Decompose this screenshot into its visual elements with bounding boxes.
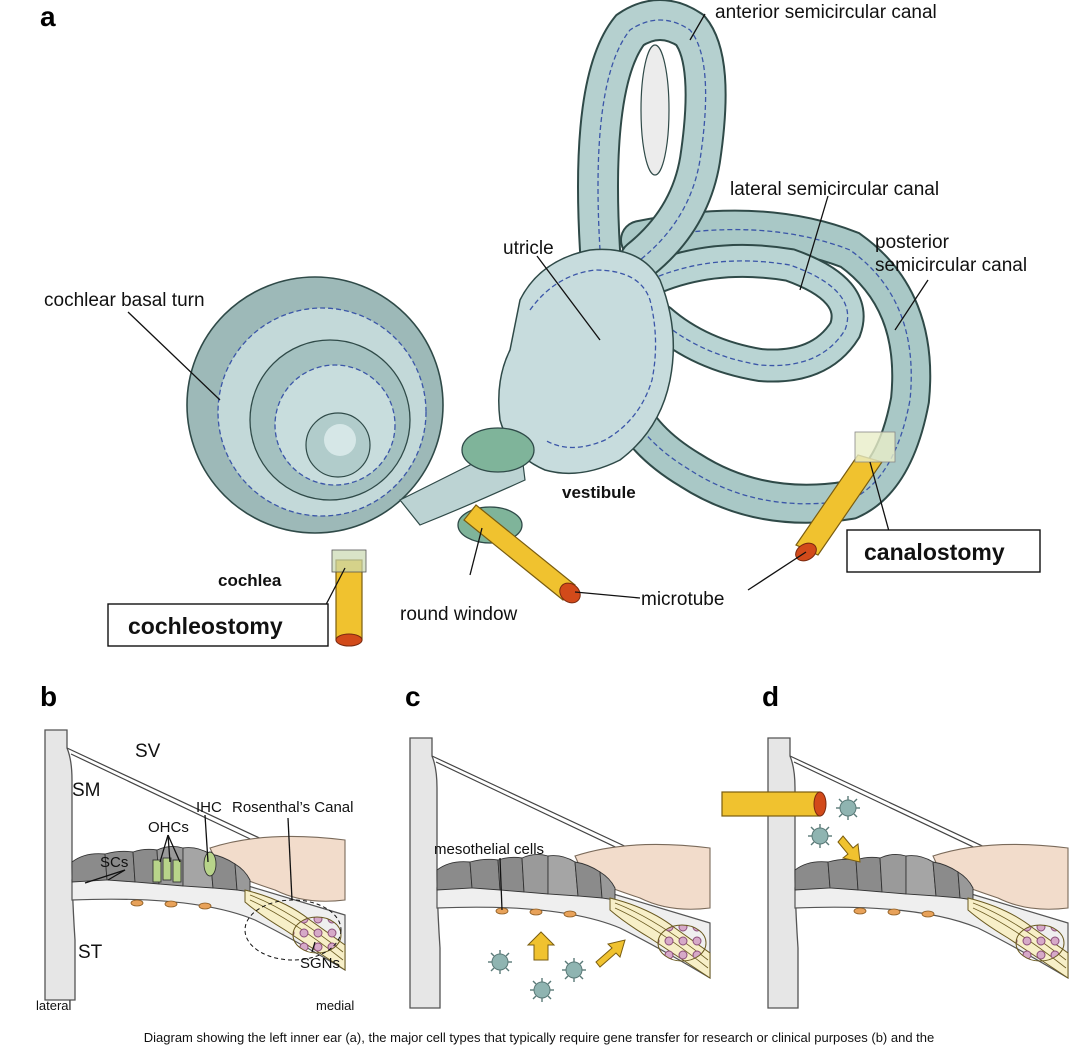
label-posterior-canal-1: posterior [875, 232, 950, 253]
label-lateral-canal: lateral semicircular canal [730, 179, 939, 200]
label-basal-turn: cochlear basal turn [44, 290, 205, 311]
label-ihc: IHC [196, 799, 222, 816]
cross-section-b [44, 729, 346, 1001]
microtube-d [721, 791, 827, 817]
microtube-canalostomy [795, 431, 896, 562]
label-lateral: lateral [36, 998, 72, 1013]
arrows-c [526, 931, 626, 968]
figure-caption: Diagram showing the left inner ear (a), … [143, 1030, 935, 1045]
label-vestibule: vestibule [562, 483, 636, 502]
label-st: ST [78, 942, 103, 963]
label-sgns: SGNs [300, 955, 340, 972]
microtube-round-window [463, 504, 581, 604]
label-sm: SM [72, 780, 101, 801]
panel-label-d: d [762, 681, 779, 712]
label-scs: SCs [100, 854, 128, 871]
panel-label-c: c [405, 681, 421, 712]
label-sv: SV [135, 741, 161, 762]
label-utricle: utricle [503, 238, 554, 259]
label-ohcs: OHCs [148, 819, 189, 836]
label-canalostomy: canalostomy [864, 539, 1005, 565]
cross-section-d [767, 737, 1069, 1009]
panel-label-b: b [40, 681, 57, 712]
inner-ear-illustration [186, 0, 932, 544]
canalostomy-box [846, 529, 1041, 573]
label-anterior-canal: anterior semicircular canal [715, 2, 937, 23]
label-cochleostomy: cochleostomy [128, 613, 283, 639]
label-posterior-canal-2: semicircular canal [875, 255, 1027, 276]
label-cochlea: cochlea [218, 571, 282, 590]
label-rosenthal: Rosenthal’s Canal [232, 799, 353, 816]
panel-label-a: a [40, 1, 56, 32]
cross-section-c [409, 737, 711, 1009]
label-microtube: microtube [641, 589, 724, 610]
microtube-cochleostomy [331, 549, 367, 647]
label-medial: medial [316, 998, 354, 1013]
label-mesothelial-cells: mesothelial cells [434, 841, 544, 858]
label-round-window: round window [400, 604, 518, 625]
arrow-d [837, 835, 861, 863]
cochleostomy-box [107, 603, 329, 647]
